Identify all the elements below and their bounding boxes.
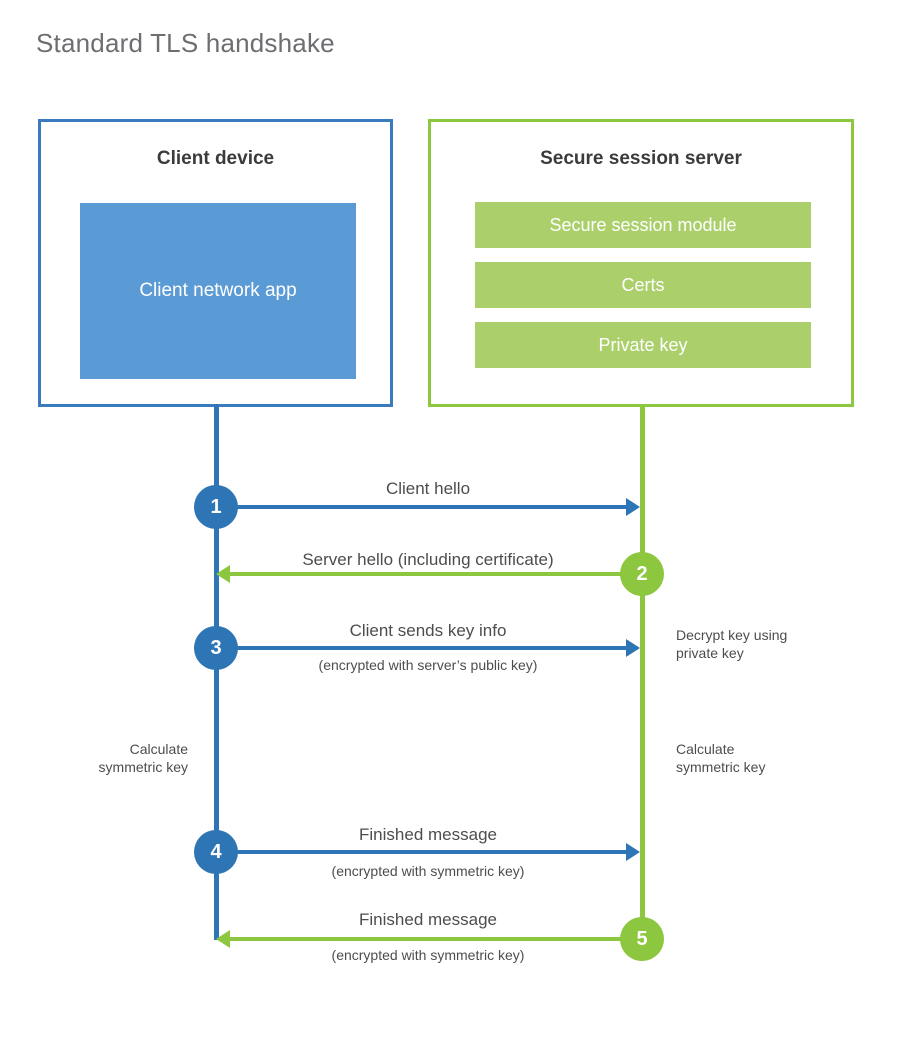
server-components-list: Secure session module Certs Private key: [475, 202, 811, 382]
server-lifeline: [640, 404, 645, 940]
step-2-arrow-line: [230, 572, 640, 576]
secure-session-server-title: Secure session server: [540, 148, 742, 169]
step-3-circle: 3: [194, 626, 238, 670]
client-calculate-note-line-2: symmetric key: [98, 759, 188, 775]
step-4-circle: 4: [194, 830, 238, 874]
step-5-circle: 5: [620, 917, 664, 961]
step-2-arrow-head-icon: [216, 565, 230, 583]
server-calculate-note-line-1: Calculate: [676, 741, 735, 757]
step-4-sublabel: (encrypted with symmetric key): [331, 863, 525, 879]
step-2-label: Server hello (including certificate): [302, 550, 554, 569]
step-3-arrow-line: [216, 646, 626, 650]
step-3-arrow-head-icon: [626, 639, 640, 657]
step-1-label: Client hello: [385, 479, 471, 498]
step-5-arrow-head-icon: [216, 930, 230, 948]
server-decrypt-note: Decrypt key using private key: [676, 626, 856, 662]
step-5-label: Finished message: [359, 910, 497, 929]
server-calculate-symmetric-key-note: Calculate symmetric key: [676, 740, 856, 776]
server-component-certs: Certs: [475, 262, 811, 308]
step-4-label: Finished message: [359, 825, 497, 844]
step-1-arrow-head-icon: [626, 498, 640, 516]
step-4-arrow-head-icon: [626, 843, 640, 861]
client-network-app-block: Client network app: [80, 203, 356, 379]
step-3-label: Client sends key info: [349, 621, 507, 640]
server-decrypt-note-line-1: Decrypt key using: [676, 627, 788, 643]
client-calculate-note-line-1: Calculate: [129, 741, 188, 757]
server-component-private-key: Private key: [475, 322, 811, 368]
page-title: Standard TLS handshake: [36, 28, 335, 58]
server-decrypt-note-line-2: private key: [676, 645, 744, 661]
server-component-secure-session-module: Secure session module: [475, 202, 811, 248]
step-1-circle: 1: [194, 485, 238, 529]
secure-session-server-box: Secure session server Secure session mod…: [428, 119, 854, 407]
step-5-sublabel: (encrypted with symmetric key): [331, 947, 525, 963]
step-1-arrow-line: [216, 505, 626, 509]
step-4-arrow-line: [216, 850, 626, 854]
client-device-box: Client device Client network app: [38, 119, 393, 407]
client-device-title: Client device: [156, 148, 275, 169]
client-lifeline: [214, 404, 219, 940]
step-5-arrow-line: [230, 937, 640, 941]
step-3-sublabel: (encrypted with server’s public key): [318, 657, 538, 673]
client-calculate-symmetric-key-note: Calculate symmetric key: [28, 740, 188, 776]
step-2-circle: 2: [620, 552, 664, 596]
server-calculate-note-line-2: symmetric key: [676, 759, 766, 775]
